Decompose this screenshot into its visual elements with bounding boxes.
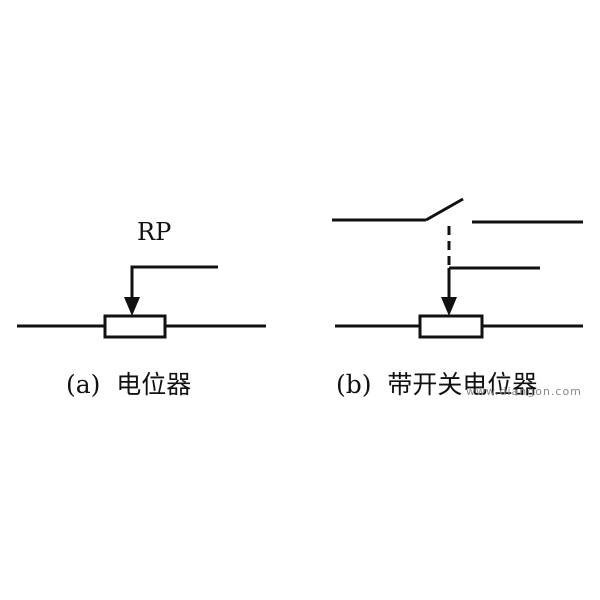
wiper-lead-a [130, 265, 218, 300]
switch-blade [425, 197, 464, 222]
resistor-body-b [418, 314, 484, 339]
designator-rp: RP [137, 218, 171, 246]
watermark-text: www.diangon.com [466, 385, 582, 398]
potentiometer-symbol-a: RP (a) 电位器 [17, 218, 266, 399]
caption-b: (b) 带开关电位器 [336, 370, 537, 399]
caption-a: (a) 电位器 [66, 370, 191, 399]
wiper-arrow-b [441, 297, 457, 316]
wiper-arrow-a [124, 297, 140, 316]
potentiometer-symbol-b: (b) 带开关电位器 [332, 197, 583, 399]
resistor-body-a [103, 314, 167, 339]
